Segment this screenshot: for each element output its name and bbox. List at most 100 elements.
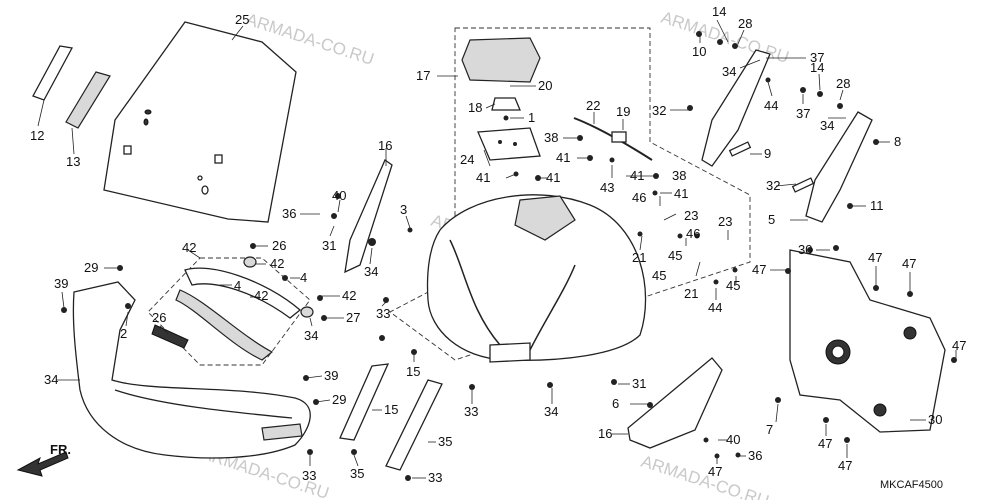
part-label: 3 bbox=[400, 202, 407, 217]
part-label: 5 bbox=[768, 212, 775, 227]
part-label: 20 bbox=[538, 78, 552, 93]
part-label: 41 bbox=[630, 168, 644, 183]
part-label: 42 bbox=[270, 256, 284, 271]
part-label: 30 bbox=[798, 242, 812, 257]
part-label: 47 bbox=[868, 250, 882, 265]
part-label: 34 bbox=[722, 64, 736, 79]
front-direction-label: FR. bbox=[50, 442, 71, 457]
part-label: 47 bbox=[838, 458, 852, 473]
part-label: 40 bbox=[332, 188, 346, 203]
part-label: 47 bbox=[818, 436, 832, 451]
part-label: 23 bbox=[718, 214, 732, 229]
part-label: 33 bbox=[376, 306, 390, 321]
part-label: 46 bbox=[632, 190, 646, 205]
part-label: 34 bbox=[304, 328, 318, 343]
part-label: 38 bbox=[544, 130, 558, 145]
part-label: 47 bbox=[708, 464, 722, 479]
part-label: 34 bbox=[364, 264, 378, 279]
part-label: 11 bbox=[870, 198, 884, 213]
part-label: 40 bbox=[726, 432, 740, 447]
windscreen-hole bbox=[144, 109, 152, 115]
part-label: 4 bbox=[300, 270, 307, 285]
part-label: 16 bbox=[378, 138, 392, 153]
part-label: 14 bbox=[712, 4, 726, 19]
part-label: 33 bbox=[302, 468, 316, 483]
visor-20 bbox=[461, 37, 541, 83]
windscreen-hole bbox=[197, 175, 203, 181]
part-label: 13 bbox=[66, 154, 80, 169]
windscreen-hole bbox=[214, 154, 223, 164]
leader-lines bbox=[37, 19, 957, 479]
part-label: 29 bbox=[332, 392, 346, 407]
part-label: 31 bbox=[322, 238, 336, 253]
part-label: 9 bbox=[764, 146, 771, 161]
cowl-vent bbox=[514, 195, 576, 241]
label-27 bbox=[151, 324, 189, 349]
part-label: 7 bbox=[766, 422, 773, 437]
part-label: 45 bbox=[726, 278, 740, 293]
part-label: 45 bbox=[668, 248, 682, 263]
windscreen-hole bbox=[143, 118, 149, 126]
part-label: 14 bbox=[810, 60, 824, 75]
clip-19 bbox=[611, 131, 627, 143]
part-label: 18 bbox=[468, 100, 482, 115]
part-label: 19 bbox=[616, 104, 630, 119]
stay-10 bbox=[701, 49, 771, 167]
trim-strip-12 bbox=[32, 45, 74, 101]
part-label: 47 bbox=[902, 256, 916, 271]
part-label: 44 bbox=[708, 300, 722, 315]
part-label: 41 bbox=[556, 150, 570, 165]
windscreen bbox=[103, 21, 297, 223]
part-label: 12 bbox=[30, 128, 44, 143]
clip-18 bbox=[491, 97, 521, 111]
part-label: 23 bbox=[684, 208, 698, 223]
part-label: 36 bbox=[748, 448, 762, 463]
side-panel-5 bbox=[344, 159, 393, 274]
part-label: 34 bbox=[44, 372, 58, 387]
seal-strip-15a bbox=[339, 363, 390, 441]
part-label: 29 bbox=[84, 260, 98, 275]
part-label: 42 bbox=[182, 240, 196, 255]
part-label: 8 bbox=[894, 134, 901, 149]
part-label: 42 bbox=[342, 288, 356, 303]
part-label: 44 bbox=[764, 98, 778, 113]
part-label: 32 bbox=[652, 103, 666, 118]
part-label: 17 bbox=[416, 68, 430, 83]
part-label: 27 bbox=[346, 310, 360, 325]
part-label: 28 bbox=[836, 76, 850, 91]
part-label: 41 bbox=[674, 186, 688, 201]
part-label: 47 bbox=[952, 338, 966, 353]
plate-8 bbox=[728, 141, 752, 157]
part-label: 4 bbox=[234, 278, 241, 293]
plate-9 bbox=[791, 177, 815, 193]
bracket-7 bbox=[789, 249, 946, 433]
part-label: 26 bbox=[272, 238, 286, 253]
trim-strip-13 bbox=[65, 71, 111, 129]
part-label: 45 bbox=[652, 268, 666, 283]
part-label: 34 bbox=[820, 118, 834, 133]
part-label: 16 bbox=[598, 426, 612, 441]
part-label: 41 bbox=[476, 170, 490, 185]
part-label: 21 bbox=[632, 250, 646, 265]
part-label: 35 bbox=[438, 434, 452, 449]
duct-4 bbox=[184, 267, 302, 319]
part-label: 38 bbox=[672, 168, 686, 183]
part-label: 39 bbox=[54, 276, 68, 291]
part-label: 26 bbox=[152, 310, 166, 325]
fairing-trim bbox=[261, 423, 303, 441]
part-label: 28 bbox=[738, 16, 752, 31]
part-label: 37 bbox=[810, 50, 824, 65]
part-label: 37 bbox=[796, 106, 810, 121]
windscreen-hole bbox=[123, 145, 132, 155]
part-label: 30 bbox=[928, 412, 942, 427]
part-label: 22 bbox=[586, 98, 600, 113]
panel-24 bbox=[477, 127, 541, 161]
part-label: 46 bbox=[686, 226, 700, 241]
part-label: 43 bbox=[600, 180, 614, 195]
part-label: 31 bbox=[632, 376, 646, 391]
part-label: 2 bbox=[120, 326, 127, 341]
part-label: 39 bbox=[324, 368, 338, 383]
part-label: 25 bbox=[235, 12, 249, 27]
duct-4b bbox=[175, 289, 274, 361]
